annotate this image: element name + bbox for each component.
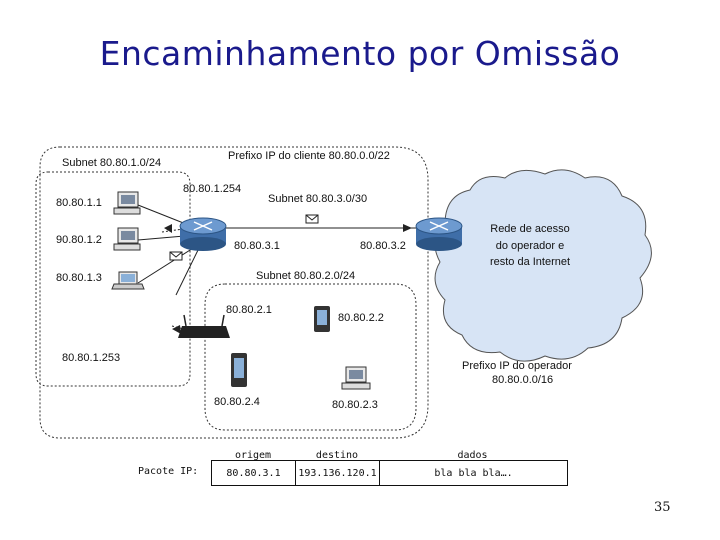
router-left-icon xyxy=(179,217,227,251)
page-number: 35 xyxy=(654,500,671,515)
access-point-icon xyxy=(178,314,230,338)
laptop-icon xyxy=(111,271,145,290)
envelope-icon xyxy=(169,214,319,261)
desktop-computer-icon xyxy=(113,191,141,215)
host-label: 80.80.1.3 xyxy=(56,272,102,284)
cloud-label-line-2: do operador e xyxy=(495,240,565,252)
subnet-1-gateway-label: 80.80.1.254 xyxy=(183,183,242,195)
cloud-label-line-3: resto da Internet xyxy=(489,256,571,268)
desktop-computer-icon xyxy=(341,366,371,390)
router-right-ip-label: 80.80.3.2 xyxy=(360,240,406,252)
access-point-ip-label: 80.80.1.253 xyxy=(62,352,121,364)
host-label: 80.80.2.2 xyxy=(338,312,384,324)
host-label: 80.80.2.4 xyxy=(214,396,260,408)
slide-title: Encaminhamento por Omissão xyxy=(99,34,621,73)
customer-prefix-label: Prefixo IP do cliente 80.80.0.0/22 xyxy=(228,150,390,162)
subnet-2-label: Subnet 80.80.2.0/24 xyxy=(256,270,356,282)
subnet-3-label: Subnet 80.80.3.0/30 xyxy=(268,193,368,205)
packet-header-origem: origem xyxy=(234,450,272,461)
subnet-1-label: Subnet 80.80.1.0/24 xyxy=(62,157,162,169)
desktop-computer-icon xyxy=(113,227,141,251)
host-label: 80.80.1.1 xyxy=(56,197,102,209)
host-label: 80.80.2.1 xyxy=(226,304,272,316)
ip-packet: 80.80.3.1 193.136.120.1 bla bla bla…. xyxy=(211,460,568,486)
packet-destination-cell: 193.136.120.1 xyxy=(296,461,380,485)
pda-icon xyxy=(231,353,247,387)
internet-cloud xyxy=(434,169,652,362)
customer-prefix-region xyxy=(39,146,429,439)
packet-header-destino: destino xyxy=(315,450,359,461)
cloud-label-line-1: Rede de acesso xyxy=(490,223,570,235)
operator-prefix-label: Prefixo IP do operador xyxy=(462,360,572,372)
packet-header-dados: dados xyxy=(457,450,488,461)
router-left-ip-label: 80.80.3.1 xyxy=(234,240,280,252)
host-label: 90.80.1.2 xyxy=(56,234,102,246)
packet-label: Pacote IP: xyxy=(138,466,199,477)
router-right-icon xyxy=(415,217,463,251)
packet-source-cell: 80.80.3.1 xyxy=(212,461,296,485)
packet-data-cell: bla bla bla…. xyxy=(434,467,513,479)
operator-prefix-value: 80.80.0.0/16 xyxy=(492,374,554,386)
pda-icon xyxy=(314,306,330,332)
host-label: 80.80.2.3 xyxy=(332,399,378,411)
subnet-2-region xyxy=(204,283,417,431)
